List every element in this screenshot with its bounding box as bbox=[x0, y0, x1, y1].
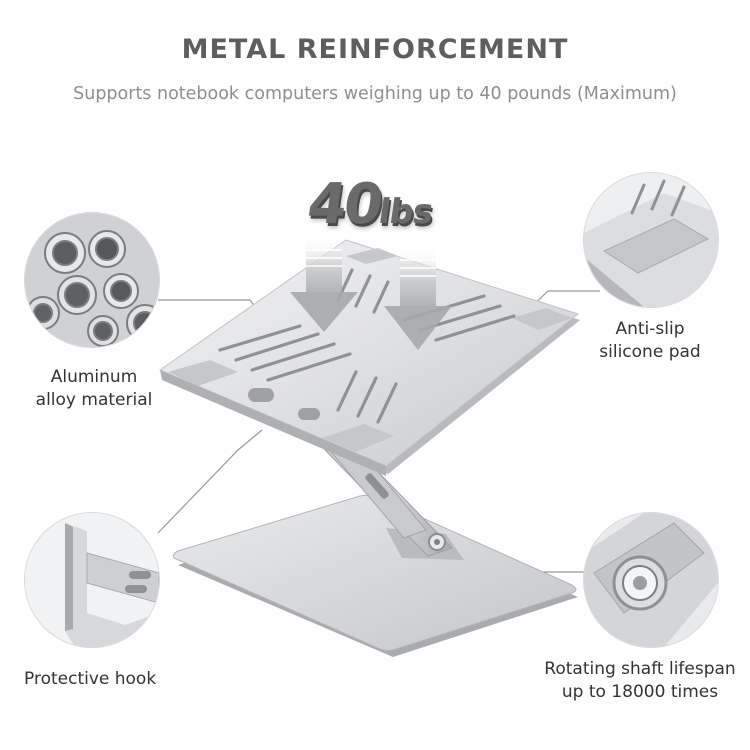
label-antislip-line1: Anti-slip bbox=[615, 319, 685, 339]
stand-top-plate bbox=[158, 239, 580, 476]
load-badge-unit: lbs bbox=[376, 192, 435, 232]
silicone-pad-icon bbox=[583, 172, 719, 308]
label-hook-line1: Protective hook bbox=[24, 669, 157, 689]
rotating-shaft-icon bbox=[583, 512, 719, 648]
label-hook: Protective hook bbox=[24, 668, 184, 691]
force-arrows bbox=[290, 238, 452, 350]
label-aluminum-line1: Aluminum bbox=[50, 367, 138, 387]
aluminum-tubes-icon bbox=[24, 212, 160, 348]
label-aluminum: Aluminum alloy material bbox=[24, 366, 164, 412]
label-aluminum-line2: alloy material bbox=[35, 390, 153, 410]
load-badge: 40lbs bbox=[303, 172, 437, 237]
protective-hook-icon bbox=[24, 512, 160, 648]
load-badge-number: 40 bbox=[303, 172, 385, 237]
label-antislip: Anti-slip silicone pad bbox=[585, 318, 715, 364]
page-title: METAL REINFORCEMENT bbox=[181, 34, 569, 65]
label-shaft-line1: Rotating shaft lifespan bbox=[544, 659, 736, 679]
stand-base bbox=[173, 494, 578, 657]
label-shaft-line2: up to 18000 times bbox=[561, 682, 719, 702]
callout-line-hook bbox=[157, 429, 263, 534]
label-antislip-line2: silicone pad bbox=[599, 342, 701, 362]
page-subtitle: Supports notebook computers weighing up … bbox=[73, 84, 677, 104]
label-shaft: Rotating shaft lifespan up to 18000 time… bbox=[535, 658, 745, 704]
